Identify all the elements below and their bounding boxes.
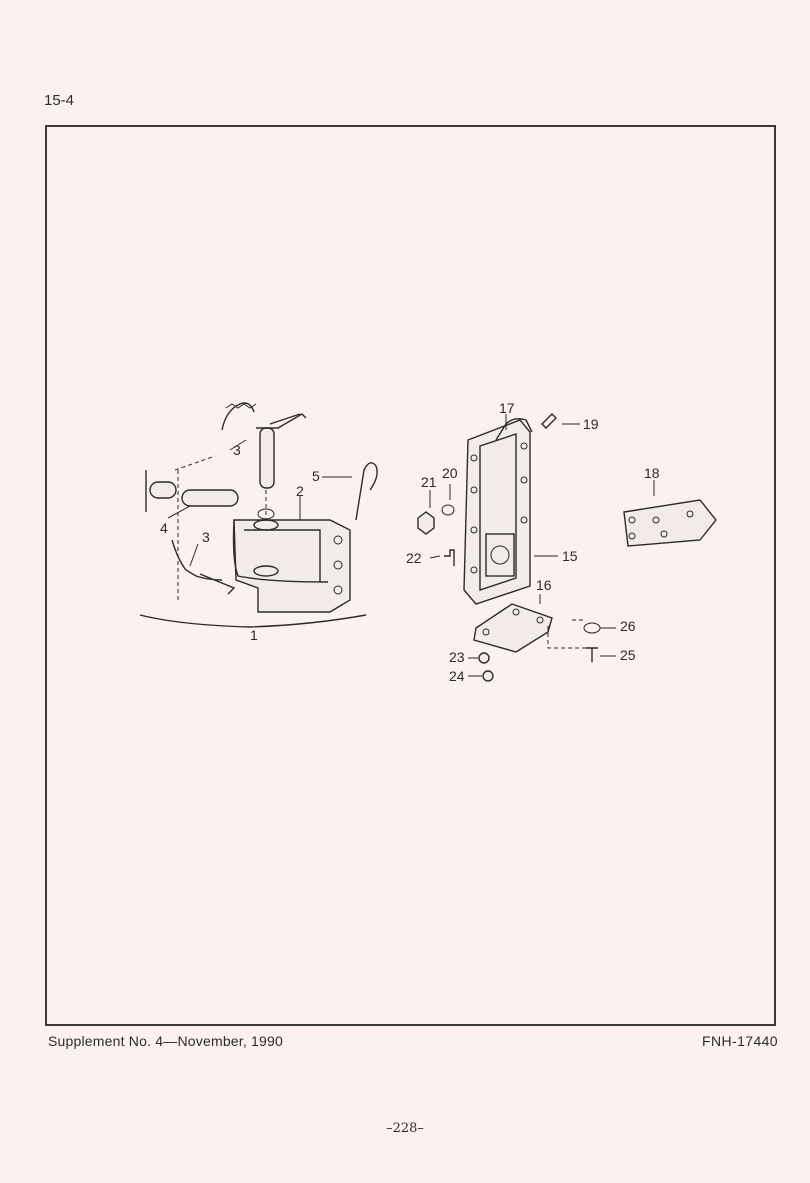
page-number: –228– <box>386 1121 424 1136</box>
mounting-plate-drawing <box>417 413 717 682</box>
callout-3-bottom: 3 <box>202 529 210 545</box>
callout-16: 16 <box>536 577 552 593</box>
document-code: FNH-17440 <box>702 1033 778 1049</box>
callout-15: 15 <box>562 548 578 564</box>
callout-4: 4 <box>160 520 168 536</box>
callout-22: 22 <box>406 550 422 566</box>
illustration-frame <box>45 125 776 1026</box>
callout-21: 21 <box>421 474 437 490</box>
callout-1: 1 <box>250 627 258 643</box>
callout-20: 20 <box>442 465 458 481</box>
callout-17: 17 <box>499 400 515 416</box>
callout-5: 5 <box>312 468 320 484</box>
callout-23: 23 <box>449 649 465 665</box>
callout-2: 2 <box>296 483 304 499</box>
section-number: 15-4 <box>44 92 75 109</box>
callout-26: 26 <box>620 618 636 634</box>
callout-18: 18 <box>644 465 660 481</box>
supplement-note: Supplement No. 4—November, 1990 <box>48 1033 283 1049</box>
callout-19: 19 <box>583 416 599 432</box>
callout-3-top: 3 <box>233 442 241 458</box>
callout-24: 24 <box>449 668 465 684</box>
hitch-assembly-drawing <box>139 402 378 628</box>
callout-25: 25 <box>620 647 636 663</box>
